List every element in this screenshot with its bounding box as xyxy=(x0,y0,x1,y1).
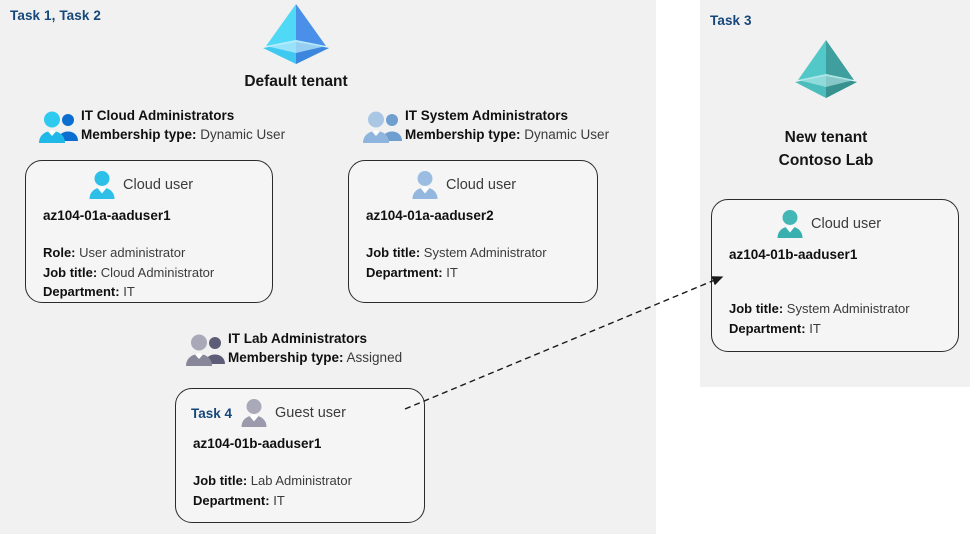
user-principal-name: az104-01b-aaduser1 xyxy=(729,247,858,262)
group-users-icon xyxy=(38,110,78,144)
group-name: IT System Administrators xyxy=(405,108,569,123)
user-type-label: Cloud user xyxy=(123,177,194,193)
card-header: Task 4 Guest user xyxy=(191,398,346,428)
user-attributes: Role: User administrator Job title: Clou… xyxy=(43,243,214,302)
attribute-row: Job title: System Administrator xyxy=(366,243,547,263)
group-name: IT Lab Administrators xyxy=(228,331,368,346)
task-label-1-2: Task 1, Task 2 xyxy=(10,8,101,23)
group-membership: Membership type: Assigned xyxy=(228,348,402,367)
group-membership-label: Membership type: xyxy=(81,127,197,142)
cloud-user-icon xyxy=(411,170,439,200)
group-membership: Membership type: Dynamic User xyxy=(405,125,609,144)
group-users-icon xyxy=(362,110,402,144)
attribute-row: Department: IT xyxy=(729,319,910,339)
group-users-icon xyxy=(185,333,225,367)
task-label-3: Task 3 xyxy=(710,13,752,28)
attribute-label: Department: xyxy=(729,320,806,336)
user-principal-name: az104-01a-aaduser1 xyxy=(43,208,171,223)
attribute-label: Job title: xyxy=(193,473,248,488)
azure-ad-tenant-icon-new xyxy=(790,38,862,102)
attribute-row: Job title: Lab Administrator xyxy=(193,471,352,491)
attribute-value: IT xyxy=(809,320,821,336)
guest-user-icon xyxy=(240,398,268,428)
group-membership: Membership type: Dynamic User xyxy=(81,125,285,144)
user-attributes: Job title: System Administrator Departme… xyxy=(729,299,910,338)
task-label-4: Task 4 xyxy=(191,405,233,421)
group-membership-label: Membership type: xyxy=(228,350,344,365)
azure-ad-tenant-icon-default xyxy=(258,2,334,68)
user-attributes: Job title: Lab Administrator Department:… xyxy=(193,471,352,510)
attribute-value: System Administrator xyxy=(786,301,910,316)
group-membership-label: Membership type: xyxy=(405,127,521,142)
card-header: Cloud user xyxy=(776,209,881,239)
user-type-label: Cloud user xyxy=(811,216,882,232)
attribute-row: Job title: System Administrator xyxy=(729,299,910,319)
attribute-row: Department: IT xyxy=(193,491,352,511)
user-card-az104-01b-aaduser1-cloud[interactable]: Cloud user az104-01b-aaduser1 Job title:… xyxy=(711,199,959,352)
new-tenant-line2: Contoso Lab xyxy=(778,152,874,169)
card-header: Cloud user xyxy=(88,170,193,200)
user-attributes: Job title: System Administrator Departme… xyxy=(366,243,547,282)
attribute-row: Job title: Cloud Administrator xyxy=(43,263,214,283)
cloud-user-icon xyxy=(776,209,804,239)
user-type-label: Cloud user xyxy=(446,177,517,193)
user-card-az104-01a-aaduser2[interactable]: Cloud user az104-01a-aaduser2 Job title:… xyxy=(348,160,598,303)
attribute-value: Lab Administrator xyxy=(250,473,352,488)
group-membership-value: Dynamic User xyxy=(200,127,286,142)
user-principal-name: az104-01b-aaduser1 xyxy=(193,436,322,451)
card-header: Cloud user xyxy=(411,170,516,200)
attribute-value: IT xyxy=(123,284,135,299)
attribute-label: Role: xyxy=(43,245,76,260)
attribute-value: Cloud Administrator xyxy=(100,264,215,280)
group-membership-value: Assigned xyxy=(346,350,403,365)
user-principal-name: az104-01a-aaduser2 xyxy=(366,208,494,223)
group-membership-value: Dynamic User xyxy=(524,127,610,142)
attribute-row: Department: IT xyxy=(366,263,547,283)
attribute-value: System Administrator xyxy=(423,245,547,260)
attribute-row: Role: User administrator xyxy=(43,243,214,263)
attribute-row: Department: IT xyxy=(43,282,214,302)
user-card-az104-01a-aaduser1[interactable]: Cloud user az104-01a-aaduser1 Role: User… xyxy=(25,160,273,303)
attribute-label: Job title: xyxy=(366,245,421,260)
default-tenant-label: Default tenant xyxy=(244,73,348,90)
attribute-label: Department: xyxy=(366,264,443,280)
attribute-label: Job title: xyxy=(729,301,784,316)
new-tenant-label: New tenant Contoso Lab xyxy=(735,126,917,172)
attribute-value: IT xyxy=(273,492,285,508)
attribute-value: IT xyxy=(446,264,458,280)
attribute-value: User administrator xyxy=(79,245,186,260)
attribute-label: Department: xyxy=(43,284,120,299)
new-tenant-line1: New tenant xyxy=(784,129,868,146)
attribute-label: Department: xyxy=(193,492,270,508)
user-card-az104-01b-aaduser1-guest[interactable]: Task 4 Guest user az104-01b-aaduser1 Job… xyxy=(175,388,425,523)
group-name: IT Cloud Administrators xyxy=(81,108,235,123)
user-type-label: Guest user xyxy=(275,405,346,421)
attribute-label: Job title: xyxy=(43,264,98,280)
cloud-user-icon xyxy=(88,170,116,200)
